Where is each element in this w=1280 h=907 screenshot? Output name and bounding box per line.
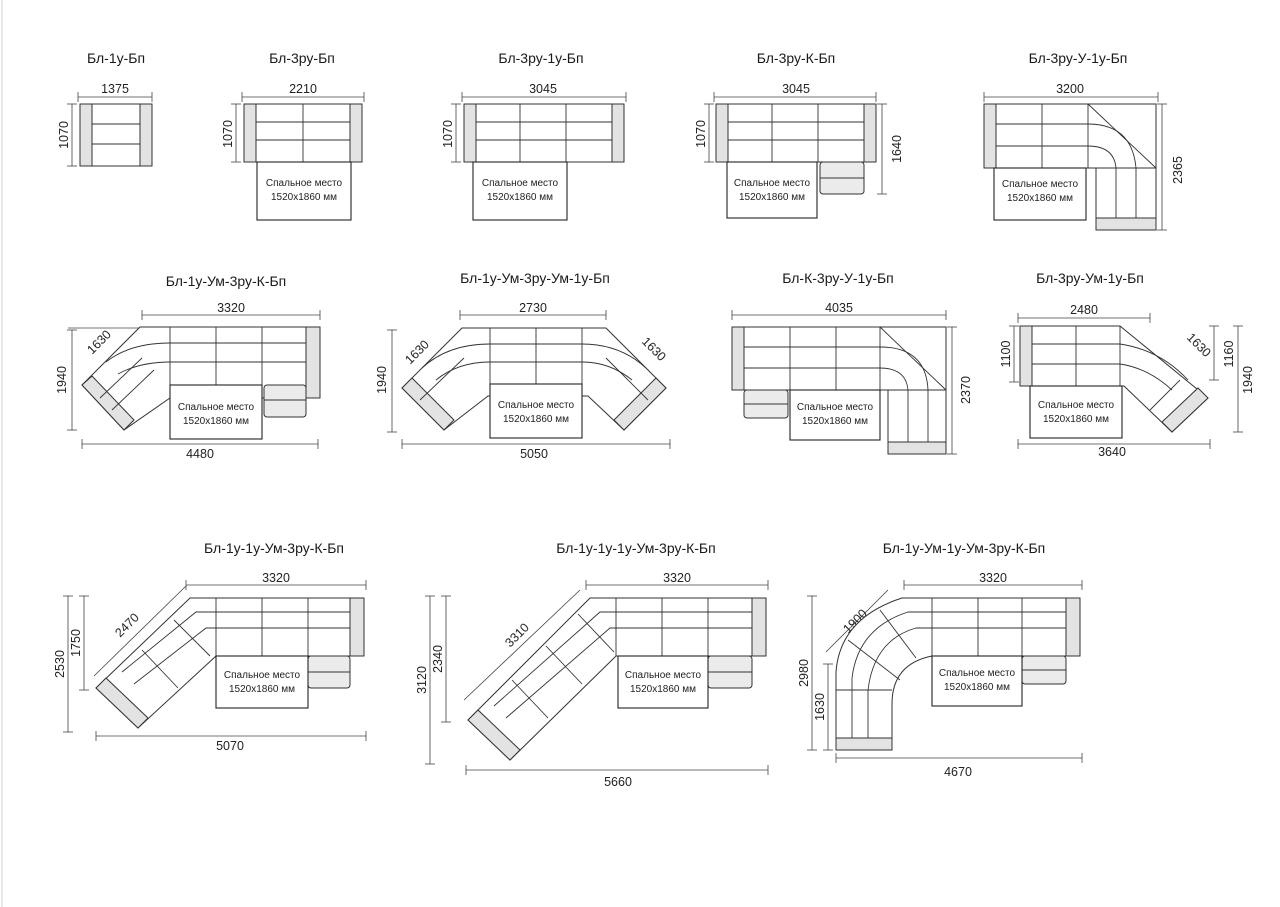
bed-area — [215, 655, 309, 709]
bed-area — [1029, 385, 1123, 439]
model-title: Бл-3ру-Ум-1у-Бп — [1036, 270, 1144, 286]
model-title: Бл-1у-1у-Ум-3ру-К-Бп — [204, 540, 344, 556]
model-bl-3ru-bp: Бл-3ру-Бп 2210 1070 Спальное место 1520x… — [221, 50, 365, 221]
dim-width: 3200 — [1056, 82, 1084, 96]
dim-total-width: 4670 — [944, 765, 972, 779]
bed-label: Спальное место — [266, 178, 343, 189]
model-bl-3ru-1u-bp: Бл-3ру-1у-Бп 3045 1070 Спальное место 15… — [441, 50, 627, 221]
dim-depth: 2340 — [431, 645, 445, 673]
dim-depth: 1940 — [55, 366, 69, 394]
bed-area — [789, 389, 881, 441]
bed-size: 1520x1860 мм — [503, 414, 569, 425]
bed-size: 1520x1860 мм — [487, 192, 553, 203]
model-bl-k-3ru-u-1u-bp: Бл-К-3ру-У-1у-Бп 4035 2370 Спальное мест… — [731, 270, 973, 455]
model-title: Бл-3ру-1у-Бп — [498, 50, 583, 66]
dim-total-depth: 2980 — [797, 659, 811, 687]
model-bl-1u-1u-1u-um-3ru-k-bp: Бл-1у-1у-1у-Ум-3ру-К-Бп 3320 3310 3120 2… — [415, 540, 769, 789]
dim-width: 2480 — [1070, 303, 1098, 317]
model-bl-3ru-u-1u-bp: Бл-3ру-У-1у-Бп 3200 2365 Спальное место … — [983, 50, 1185, 231]
dim-depth: 1100 — [999, 341, 1013, 368]
bed-size: 1520x1860 мм — [229, 684, 295, 695]
dim-total-width: 5070 — [216, 739, 244, 753]
dim-total-depth: 3120 — [415, 666, 429, 694]
dim-depth: 1070 — [441, 120, 455, 148]
bed-label: Спальное место — [1002, 179, 1079, 190]
armrest — [139, 103, 153, 167]
dim-width: 2730 — [519, 301, 547, 315]
model-title: Бл-1у-Ум-3ру-К-Бп — [166, 273, 287, 289]
dim-chaise-length: 1640 — [890, 135, 904, 163]
dim-depth: 1070 — [694, 120, 708, 148]
bed-label: Спальное место — [178, 402, 255, 413]
dim-width: 3045 — [529, 82, 557, 96]
bed-label: Спальное место — [734, 178, 811, 189]
dim-depth: 2370 — [959, 376, 973, 404]
bed-label: Спальное место — [224, 670, 301, 681]
model-title: Бл-3ру-К-Бп — [757, 50, 836, 66]
model-title: Бл-3ру-У-1у-Бп — [1029, 50, 1128, 66]
dim-depth: 1070 — [221, 120, 235, 148]
model-title: Бл-1у-Ум-1у-Ум-3ру-К-Бп — [883, 540, 1046, 556]
bed-area — [931, 655, 1023, 707]
bed-area — [472, 161, 568, 221]
dim-total-depth: 1940 — [1241, 366, 1255, 394]
bed-area — [726, 161, 818, 219]
model-bl-1u-1u-um-3ru-k-bp: Бл-1у-1у-Ум-3ру-К-Бп 3320 2470 2530 1750… — [53, 540, 367, 753]
dim-width: 3045 — [782, 82, 810, 96]
bed-area — [256, 161, 352, 221]
dim-total-width: 4480 — [186, 447, 214, 461]
dim-depth: 1940 — [375, 366, 389, 394]
model-bl-3ru-um-1u-bp: Бл-3ру-Ум-1у-Бп 2480 1100 1630 1160 1940… — [999, 270, 1255, 459]
bed-size: 1520x1860 мм — [739, 192, 805, 203]
dim-total-width: 5050 — [520, 447, 548, 461]
model-bl-1u-bp: Бл-1у-Бп 1375 1070 — [57, 50, 153, 167]
bed-label: Спальное место — [482, 178, 559, 189]
bed-area — [617, 655, 709, 709]
bed-size: 1520x1860 мм — [944, 682, 1010, 693]
model-title: Бл-1у-Ум-3ру-Ум-1у-Бп — [460, 270, 610, 286]
model-title: Бл-3ру-Бп — [269, 50, 335, 66]
dim-width: 2210 — [289, 82, 317, 96]
bed-area — [169, 384, 263, 440]
dim-total-depth: 2530 — [53, 650, 67, 678]
bed-size: 1520x1860 мм — [1043, 414, 1109, 425]
model-title: Бл-К-3ру-У-1у-Бп — [782, 270, 894, 286]
dim-total-width: 5660 — [604, 775, 632, 789]
dim-depth: 2365 — [1171, 156, 1185, 184]
bed-size: 1520x1860 мм — [630, 684, 696, 695]
dim-total-width: 3640 — [1098, 445, 1126, 459]
dim-width: 3320 — [979, 571, 1007, 585]
dim-width: 4035 — [825, 301, 853, 315]
bed-label: Спальное место — [498, 400, 575, 411]
dim-width: 3320 — [663, 571, 691, 585]
bed-size: 1520x1860 мм — [271, 192, 337, 203]
model-bl-3ru-k-bp: Бл-3ру-К-Бп 3045 1070 1640 Спальное мест… — [694, 50, 904, 219]
dim-depth: 1070 — [57, 121, 71, 149]
bed-size: 1520x1860 мм — [1007, 193, 1073, 204]
dim-depth: 1630 — [813, 693, 827, 721]
bed-area — [489, 383, 583, 439]
model-bl-1u-um-3ru-um-1u-bp: Бл-1у-Ум-3ру-Ум-1у-Бп 2730 1630 1940 163… — [375, 270, 671, 461]
bed-label: Спальное место — [625, 670, 702, 681]
bed-area — [993, 167, 1087, 221]
bed-label: Спальное место — [797, 402, 874, 413]
dim-side-depth: 1160 — [1222, 341, 1236, 368]
model-bl-1u-um-3ru-k-bp: Бл-1у-Ум-3ру-К-Бп 3320 1630 1940 4480 Сп… — [55, 273, 321, 461]
bed-size: 1520x1860 мм — [802, 416, 868, 427]
dim-width: 1375 — [101, 82, 129, 96]
model-title: Бл-1у-1у-1у-Ум-3ру-К-Бп — [556, 540, 715, 556]
dim-depth: 1750 — [69, 629, 83, 657]
dim-width: 3320 — [262, 571, 290, 585]
armrest — [79, 103, 93, 167]
bed-label: Спальное место — [1038, 400, 1115, 411]
dim-width: 3320 — [217, 301, 245, 315]
bed-size: 1520x1860 мм — [183, 416, 249, 427]
bed-label: Спальное место — [939, 668, 1016, 679]
model-title: Бл-1у-Бп — [87, 50, 145, 66]
